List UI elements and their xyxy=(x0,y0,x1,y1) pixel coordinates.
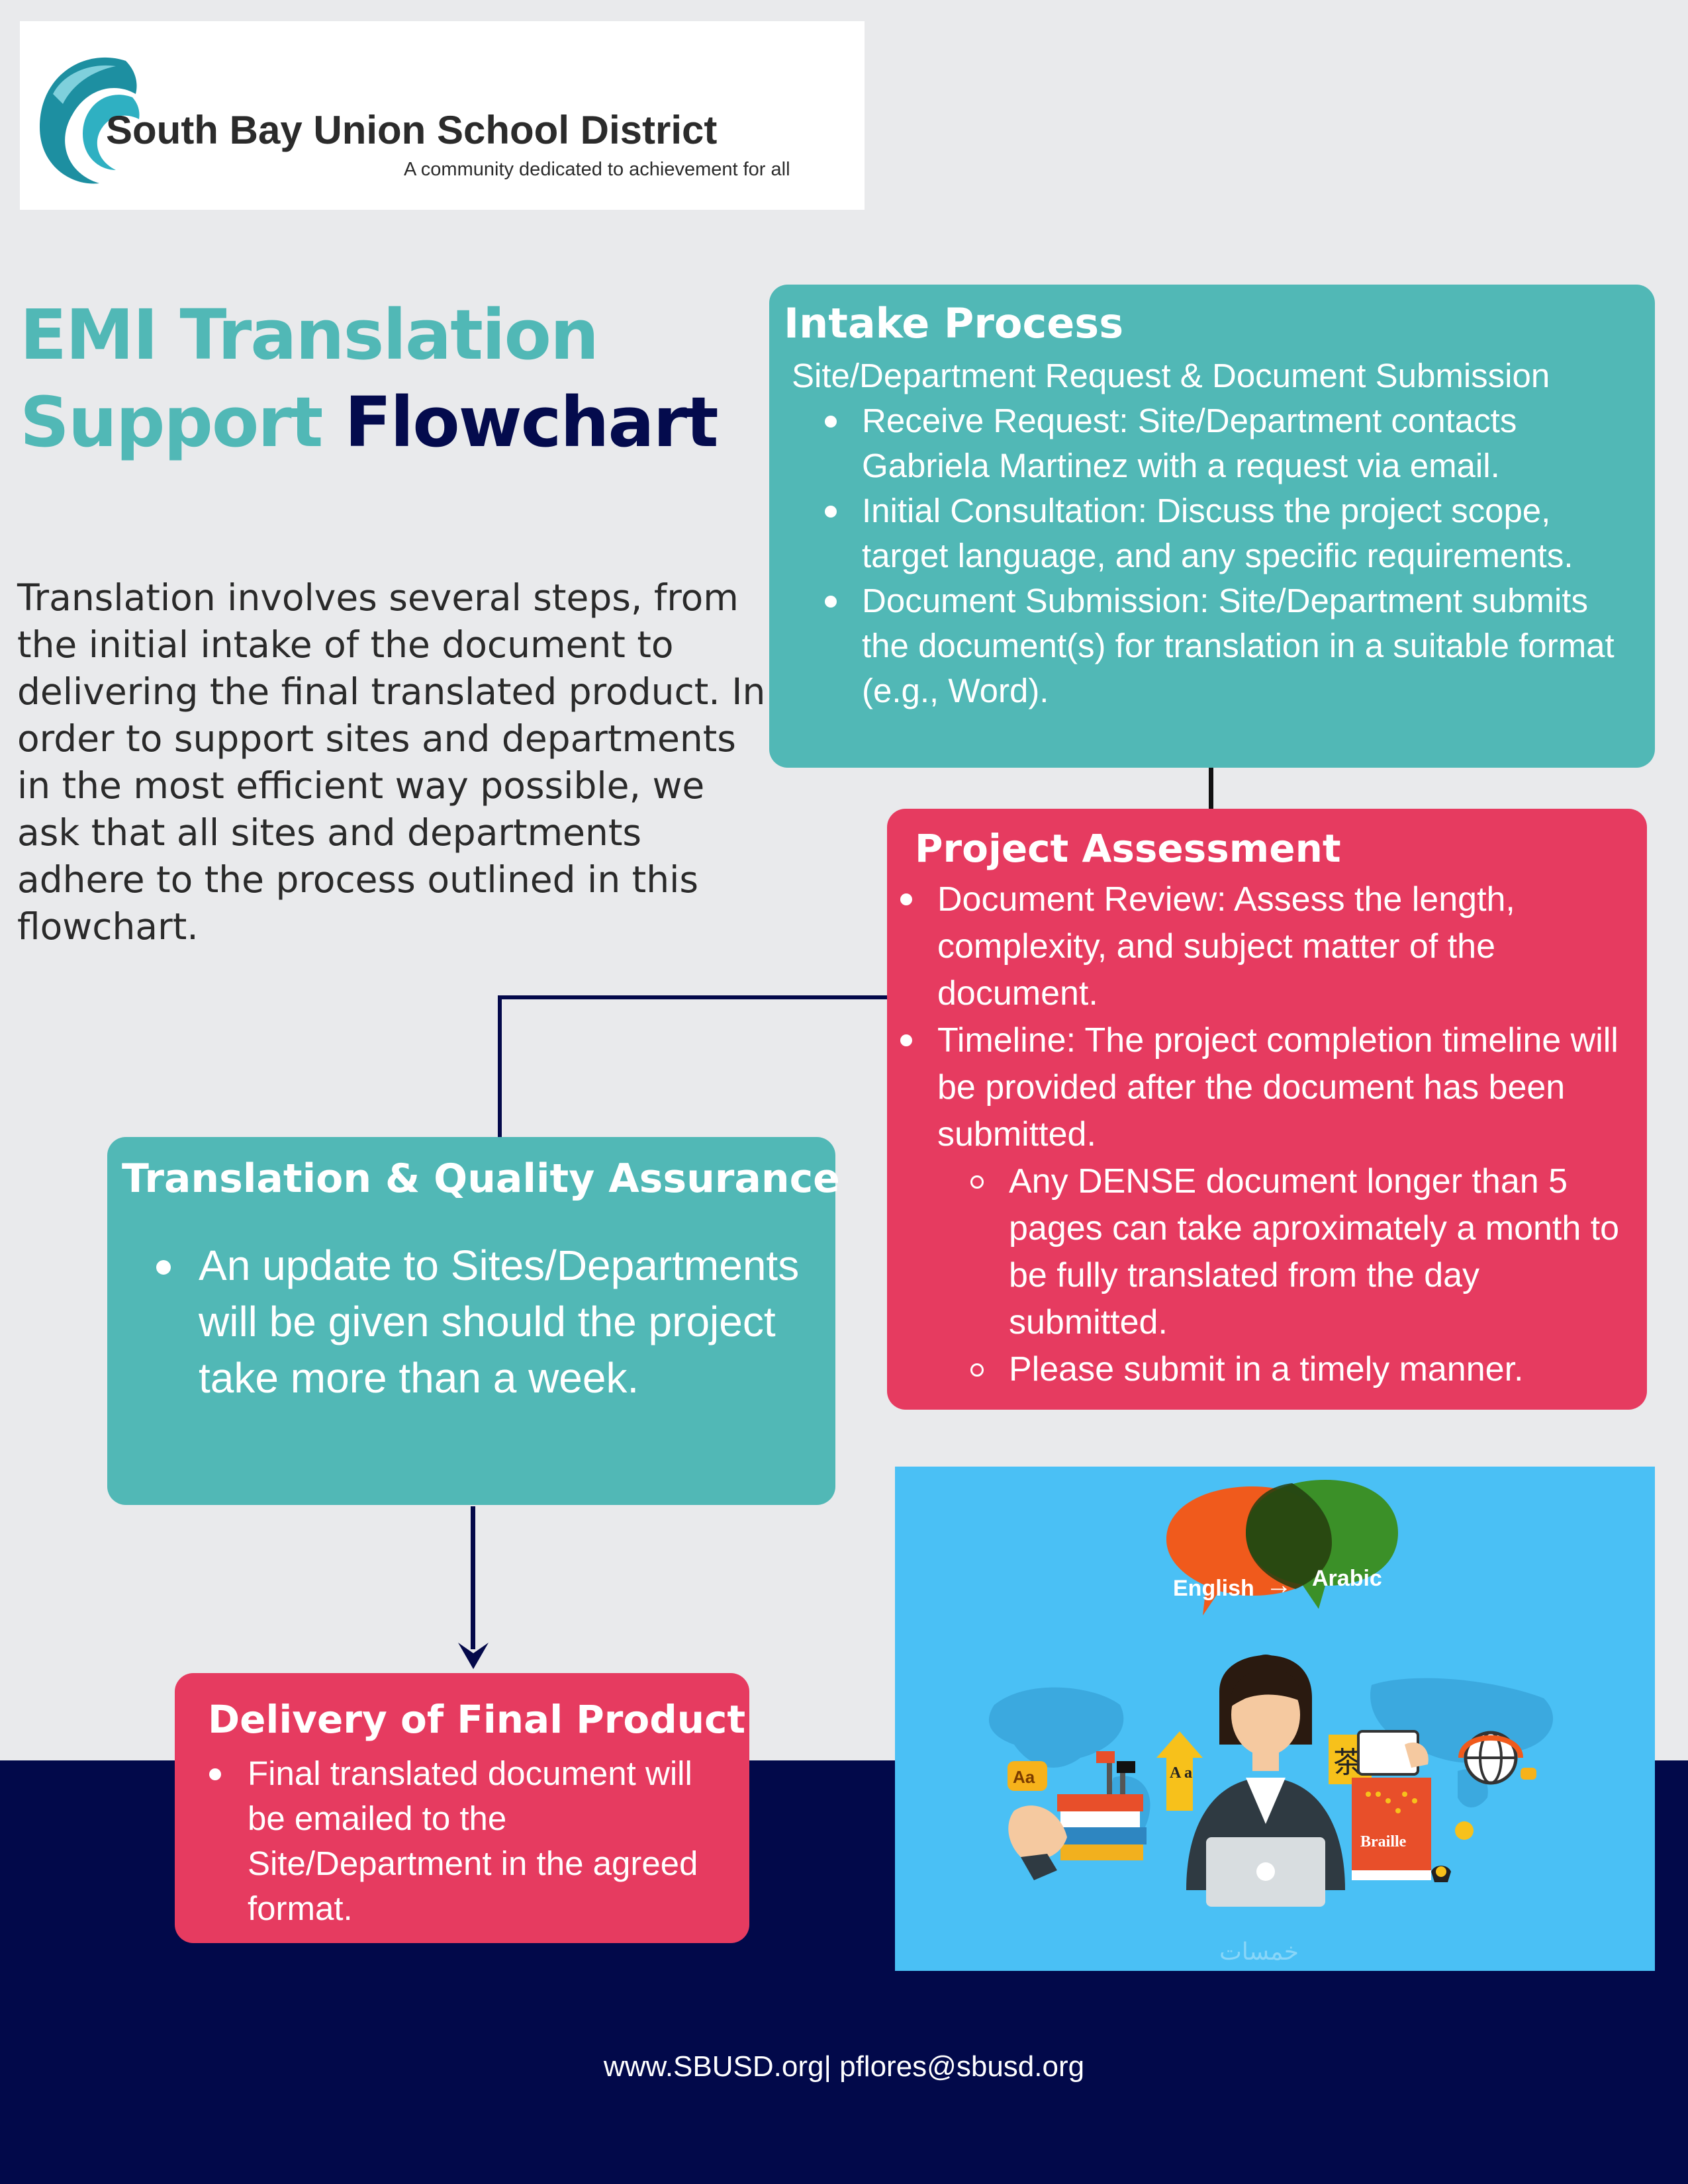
bullet-icon xyxy=(209,1768,221,1780)
page-title: EMI Translation Support Flowchart xyxy=(20,291,719,466)
ring-bullet-icon xyxy=(970,1363,984,1377)
wave-icon xyxy=(40,57,140,184)
aa-sign: Aa xyxy=(1013,1767,1035,1787)
ring-bullet-icon xyxy=(970,1175,984,1189)
project-assessment-box: Project Assessment Document Review: Asse… xyxy=(887,809,1647,1410)
bullet-icon xyxy=(825,596,837,608)
bullet-icon xyxy=(900,893,912,905)
district-name: South Bay Union School District xyxy=(106,108,718,152)
bubble-arrow: → xyxy=(1266,1570,1292,1600)
bullet-icon xyxy=(825,506,837,518)
list-item: Final translated document will be emaile… xyxy=(209,1751,737,1931)
braille-label: Braille xyxy=(1360,1833,1407,1850)
translation-qa-box: Translation & Quality Assurance An updat… xyxy=(107,1137,840,1505)
translator-illustration-icon: English → Arabic Aa xyxy=(988,1480,1554,1966)
translation-illustration: English → Arabic Aa xyxy=(895,1467,1655,1971)
translation-qa-list: An update to Sites/Departments will be g… xyxy=(156,1238,821,1406)
delivery-heading: Delivery of Final Product xyxy=(208,1697,746,1742)
footer-contact[interactable]: www.SBUSD.org| pflores@sbusd.org xyxy=(603,2050,1085,2083)
district-logo: South Bay Union School District A commun… xyxy=(20,21,865,210)
title-support: Support xyxy=(20,382,323,463)
intake-list: Receive Request: Site/Department contact… xyxy=(825,398,1643,713)
delivery-box: Delivery of Final Product Final translat… xyxy=(175,1673,749,1943)
bubble-english: English xyxy=(1173,1576,1254,1601)
connector-qa-delivery xyxy=(471,1506,475,1649)
list-item: Initial Consultation: Discuss the projec… xyxy=(825,488,1643,578)
connector-assessment-horizontal xyxy=(498,995,888,999)
assessment-heading: Project Assessment xyxy=(915,826,1341,871)
title-line1: EMI Translation xyxy=(20,295,599,375)
delivery-list: Final translated document will be emaile… xyxy=(209,1751,737,1931)
list-item: Any DENSE document longer than 5 pages c… xyxy=(970,1158,1639,1346)
list-item: Please submit in a timely manner. xyxy=(970,1346,1639,1393)
intake-subheading: Site/Department Request & Document Submi… xyxy=(792,357,1550,394)
district-tagline: A community dedicated to achievement for… xyxy=(404,159,790,180)
list-item: Document Submission: Site/Department sub… xyxy=(825,578,1643,713)
list-item: An update to Sites/Departments will be g… xyxy=(156,1238,821,1406)
assessment-sublist: Any DENSE document longer than 5 pages c… xyxy=(970,1158,1639,1393)
watermark: خمسات xyxy=(1219,1938,1299,1966)
bullet-icon xyxy=(825,416,837,428)
intake-process-box: Intake Process Site/Department Request &… xyxy=(769,285,1655,768)
list-item: Receive Request: Site/Department contact… xyxy=(825,398,1643,488)
list-item: Document Review: Assess the length, comp… xyxy=(900,876,1639,1017)
intro-paragraph: Translation involves several steps, from… xyxy=(17,576,766,948)
bubble-arabic: Arabic xyxy=(1312,1566,1382,1591)
translation-qa-heading: Translation & Quality Assurance xyxy=(122,1156,840,1202)
bullet-icon xyxy=(156,1260,171,1275)
assessment-list: Document Review: Assess the length, comp… xyxy=(900,876,1639,1393)
title-flowchart: Flowchart xyxy=(344,382,719,463)
connector-intake-assessment xyxy=(1209,766,1213,810)
card-letters: A a xyxy=(1170,1764,1192,1782)
intake-heading: Intake Process xyxy=(784,299,1124,347)
bullet-icon xyxy=(900,1034,912,1046)
connector-assessment-vertical xyxy=(498,995,502,1138)
list-item: Timeline: The project completion timelin… xyxy=(900,1017,1639,1393)
arrow-head-icon xyxy=(458,1643,489,1669)
